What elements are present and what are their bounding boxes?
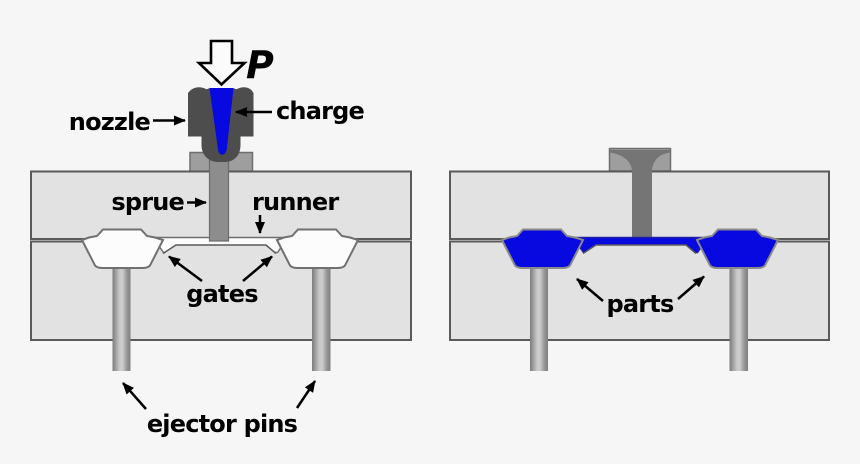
runner-island xyxy=(163,245,276,254)
sprue-funnel xyxy=(610,150,670,239)
runner-label: runner xyxy=(252,188,339,216)
ejector-pointer-left-arrow-icon xyxy=(122,382,147,410)
gates-callout: gates xyxy=(168,255,273,308)
pressure-arrow-icon xyxy=(195,39,248,87)
parts-callout: parts xyxy=(576,275,705,318)
pressure-label: P xyxy=(246,43,274,87)
gates-pointer-right-arrow-icon xyxy=(242,255,273,282)
sprue-label: sprue xyxy=(111,188,184,216)
charge-material xyxy=(209,88,234,155)
nozzle-callout: nozzle xyxy=(69,108,186,136)
gates-pointer-left-arrow-icon xyxy=(168,255,203,283)
ejector-pin-left xyxy=(530,266,548,371)
runner-island-outline xyxy=(162,244,277,255)
parts-pointer-left-arrow-icon xyxy=(576,278,604,302)
parts-pointer-right-arrow-icon xyxy=(677,275,705,300)
right-diagram: parts xyxy=(449,147,830,371)
sprue-callout: sprue xyxy=(111,188,207,216)
ejector-pin-right xyxy=(312,266,331,371)
nozzle-label: nozzle xyxy=(69,108,151,136)
runner-callout: runner xyxy=(252,188,340,234)
runner-island xyxy=(583,245,696,254)
ejector-pointer-right-arrow-icon xyxy=(295,380,317,409)
sprue-channel xyxy=(208,153,230,242)
ejector-pin-right xyxy=(729,266,748,371)
ejector-pins-callout: ejector pins xyxy=(122,380,317,438)
gates-label: gates xyxy=(186,280,258,308)
parts-label: parts xyxy=(607,290,674,318)
ejector-pin-left xyxy=(112,266,131,371)
runner-island-outline xyxy=(582,244,697,255)
ejector-pins-label: ejector pins xyxy=(147,410,298,438)
charge-callout: charge xyxy=(235,97,365,125)
left-diagram: P nozzle charge sprue runner gates eject… xyxy=(30,39,412,438)
charge-label: charge xyxy=(276,97,365,125)
